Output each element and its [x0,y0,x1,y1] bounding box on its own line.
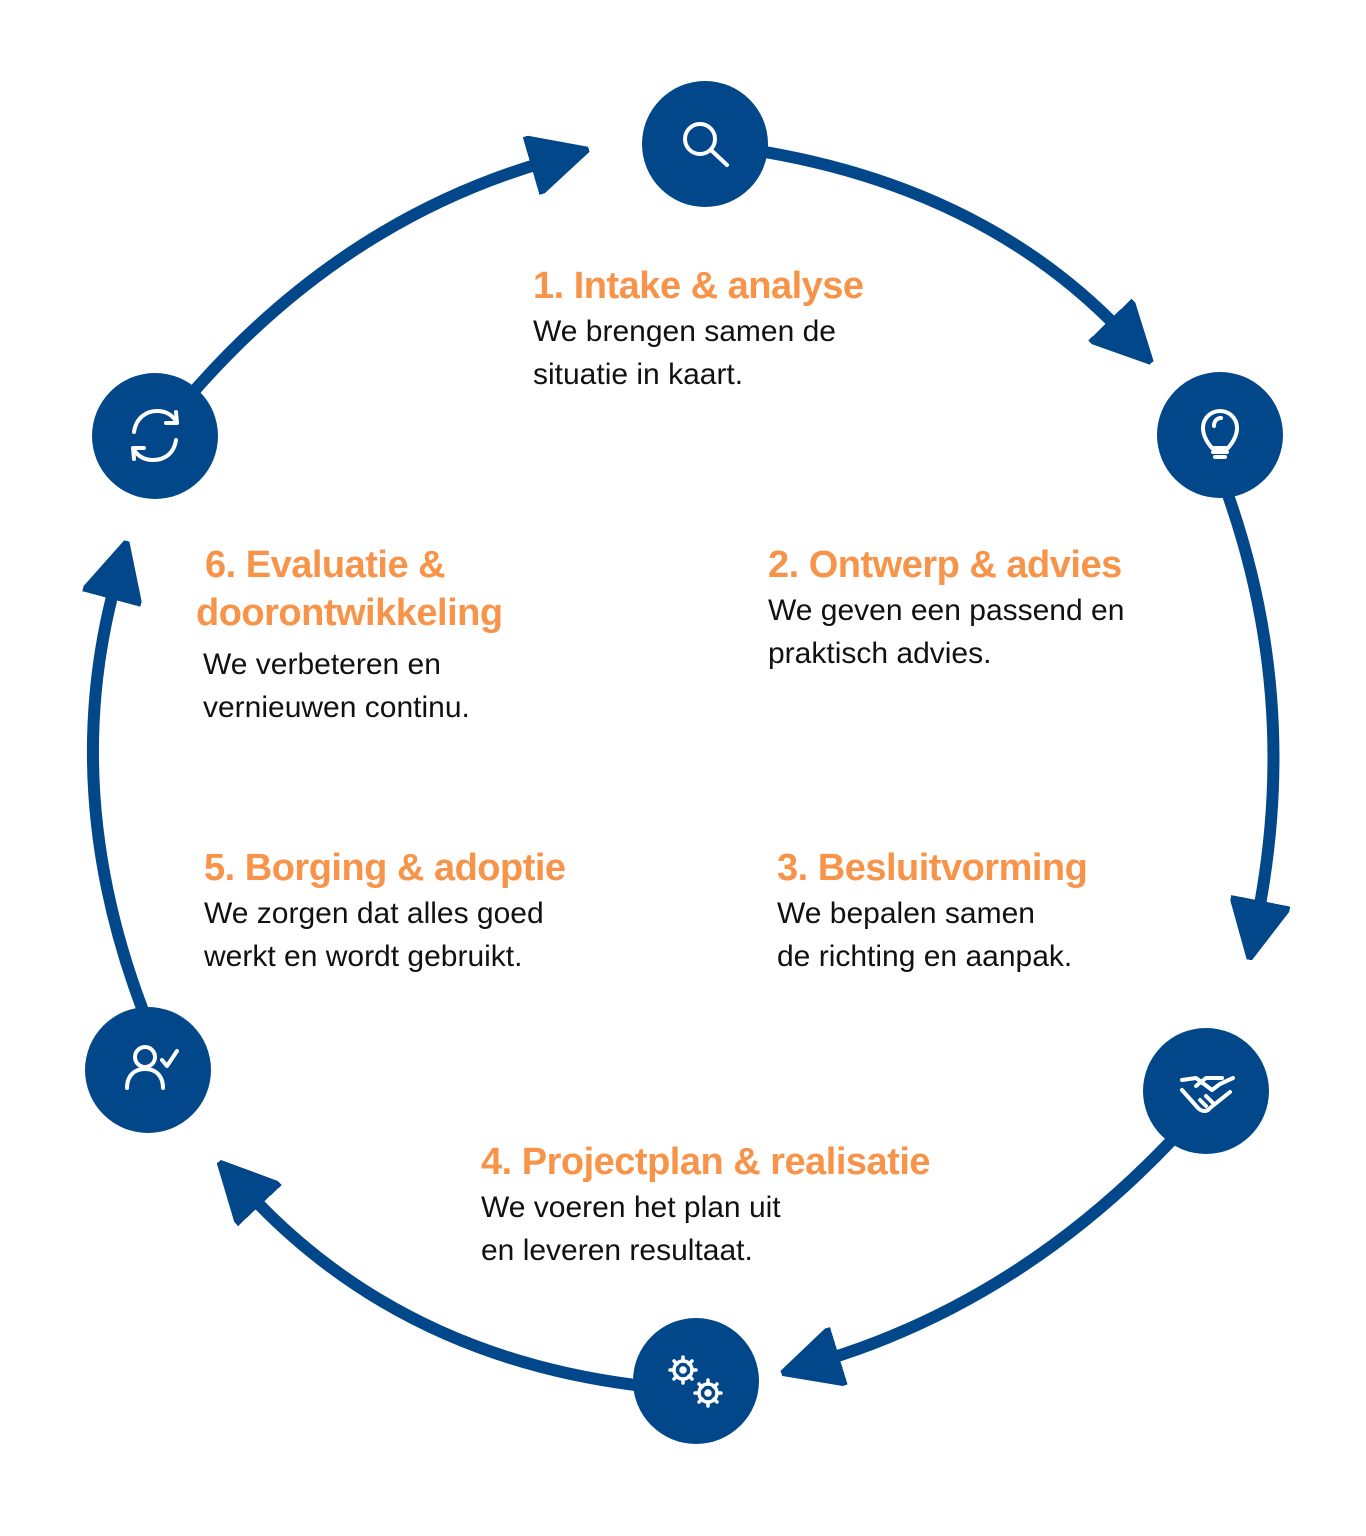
step-2: 2. Ontwerp & advies We geven een passend… [768,541,1124,675]
step-1-line-2: situatie in kaart. [533,358,744,391]
step-4: 4. Projectplan & realisatie We voeren he… [481,1138,931,1272]
step-2-line-1: We geven een passend en [768,594,1125,627]
step-2-title: 2. Ontwerp & advies [768,544,1122,586]
gears-icon [668,1355,723,1408]
arrow-4-to-5 [250,1195,641,1391]
step-4-node [633,1318,759,1444]
arrow-1-to-2 [759,146,1120,330]
lightbulb-icon [1201,409,1239,459]
arrow-2-to-3 [1222,489,1273,915]
step-6-line-2: vernieuwen continu. [203,691,470,724]
step-5-line-1: We zorgen dat alles goed [204,897,544,930]
search-icon [683,122,729,167]
step-6-line-1: We verbeteren en [203,648,441,681]
step-4-line-2: en leveren resultaat. [481,1234,753,1267]
step-1-line-1: We brengen samen de [533,315,836,348]
step-4-title: 4. Projectplan & realisatie [481,1141,931,1183]
step-3-node [1143,1028,1269,1154]
step-1-title: 1. Intake & analyse [533,265,864,307]
step-3: 3. Besluitvorming We bepalen samen de ri… [777,844,1088,978]
step-3-line-2: de richting en aanpak. [777,940,1073,973]
step-6-title-line-1: 6. Evaluatie & [205,544,446,586]
step-3-line-1: We bepalen samen [777,897,1035,930]
step-3-title: 3. Besluitvorming [777,847,1088,889]
step-2-line-2: praktisch advies. [768,637,992,670]
step-5-title: 5. Borging & adoptie [204,847,566,889]
step-1: 1. Intake & analyse We brengen samen de … [533,262,864,396]
arrow-6-to-1 [189,162,545,396]
step-6-node [92,373,218,499]
step-6-title-line-2: doorontwikkeling [196,592,503,634]
step-2-node [1157,372,1283,498]
step-6: 6. Evaluatie & doorontwikkeling We verbe… [196,541,503,729]
step-5: 5. Borging & adoptie We zorgen dat alles… [204,844,566,978]
arrow-5-to-6 [93,585,148,1014]
arrow-3-to-4 [825,1134,1178,1360]
step-4-line-1: We voeren het plan uit [481,1191,781,1224]
handshake-icon [1180,1076,1235,1113]
refresh-icon [131,409,179,462]
step-5-line-2: werkt en wordt gebruikt. [204,940,523,973]
step-1-node [642,81,768,207]
user-check-icon [125,1045,179,1090]
